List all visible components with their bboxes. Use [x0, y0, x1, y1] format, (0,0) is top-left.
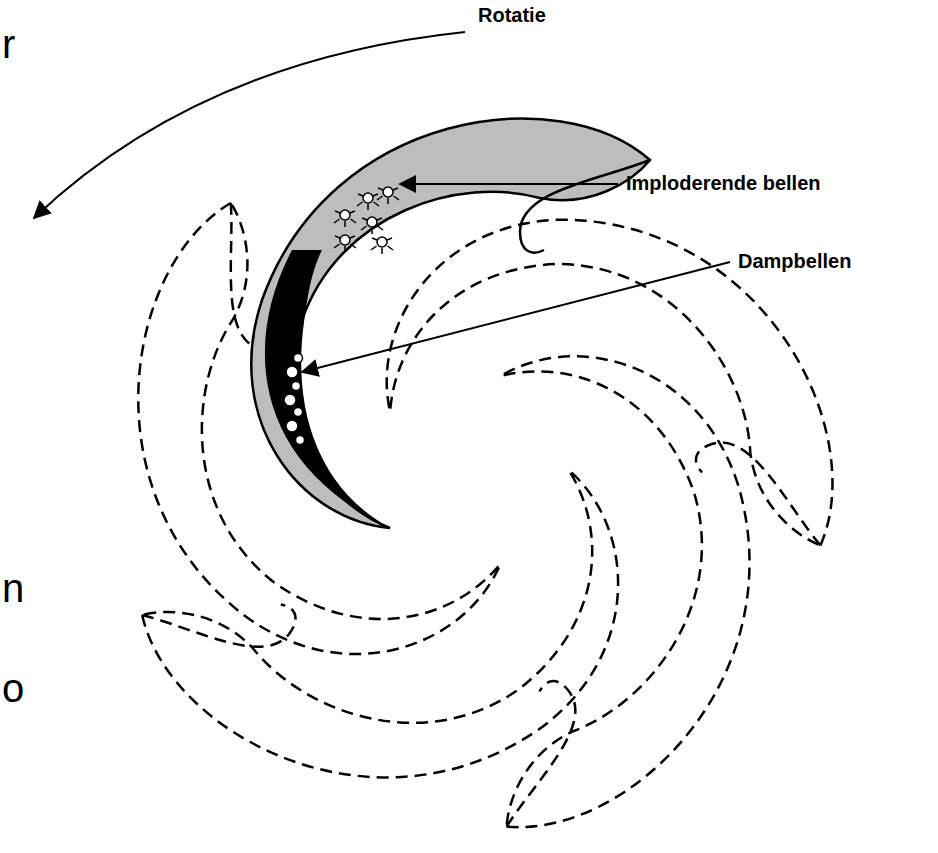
bubbles	[284, 187, 399, 445]
callout-label: Imploderende bellen	[626, 172, 820, 195]
solid-vane	[251, 119, 650, 528]
cropped-text: o	[2, 666, 24, 711]
rotation-label: Rotatie	[478, 4, 546, 27]
dashed-vanes	[68, 153, 860, 853]
leader-lines	[34, 32, 730, 372]
callout-label: Dampbellen	[738, 250, 851, 273]
cropped-text: n	[2, 566, 24, 611]
cropped-text: r	[2, 22, 15, 67]
